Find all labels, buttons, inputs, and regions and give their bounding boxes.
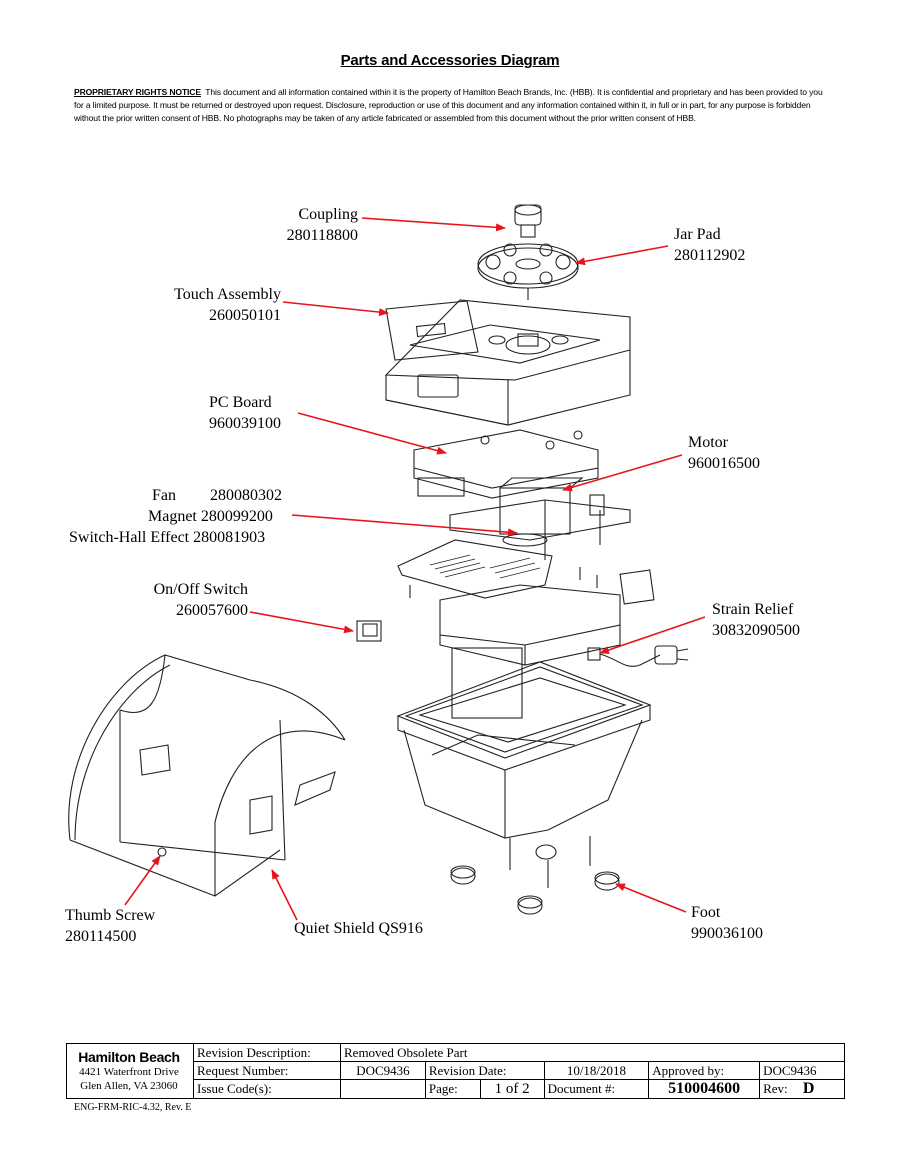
label-quiet-shield: Quiet Shield QS916: [294, 920, 423, 937]
label-fan-number: 280080302: [210, 487, 282, 504]
label-fan-name: Fan: [152, 487, 176, 504]
arrow-foot: [615, 883, 687, 913]
address-line-1: 4421 Waterfront Drive: [79, 1066, 179, 1078]
document-label: Document #:: [543, 1079, 650, 1099]
label-coupling: Coupling 280118800: [286, 206, 358, 244]
base-part: [396, 661, 652, 839]
quiet-shield-part: [68, 654, 346, 897]
label-foot: Foot 990036100: [691, 904, 763, 942]
page-title: Parts and Accessories Diagram: [340, 52, 560, 69]
arrow-jar-pad: [575, 245, 669, 266]
page-label: Page:: [424, 1079, 481, 1099]
label-motor: Motor 960016500: [688, 434, 760, 472]
arrow-onoff-switch: [249, 611, 354, 634]
pc-board-part: [413, 429, 599, 499]
proprietary-notice: PROPRIETARY RIGHTS NOTICE This document …: [74, 86, 834, 125]
company-name: Hamilton Beach: [78, 1049, 180, 1065]
label-magnet: Magnet 280099200: [148, 508, 273, 525]
label-onoff-switch: On/Off Switch 260057600: [153, 581, 248, 619]
form-number: ENG-FRM-RIC-4.32, Rev. E: [74, 1102, 192, 1113]
rev-value: D: [802, 1080, 815, 1097]
label-jar-pad: Jar Pad 280112902: [674, 226, 746, 264]
notice-heading: PROPRIETARY RIGHTS NOTICE: [74, 87, 201, 97]
arrow-thumb-screw: [124, 855, 161, 906]
approved-by-label: Approved by:: [648, 1061, 761, 1080]
revision-date-value: 10/18/2018: [543, 1061, 650, 1080]
notice-text: This document and all information contai…: [74, 87, 823, 123]
coupling-part: [514, 204, 542, 238]
arrow-motor: [562, 454, 683, 492]
rev-label: Rev: D: [759, 1079, 845, 1099]
label-pc-board: PC Board 960039100: [209, 394, 281, 432]
arrow-touch-assembly: [282, 301, 389, 317]
top-housing-part: [384, 299, 631, 426]
motor-housing-part: [409, 567, 621, 719]
label-touch-assembly: Touch Assembly 260050101: [174, 286, 281, 324]
touch-assembly-part: [385, 300, 479, 361]
arrow-strain-relief: [599, 616, 706, 654]
onoff-switch-part: [356, 620, 382, 642]
document-number: 510004600: [648, 1079, 761, 1099]
company-cell: [66, 1043, 194, 1099]
arrow-coupling: [361, 217, 506, 232]
address-line-2: Glen Allen, VA 23060: [80, 1080, 178, 1092]
strain-relief-part: [587, 645, 689, 667]
motor-part: [499, 477, 605, 547]
revision-date-label: Revision Date:: [424, 1061, 545, 1080]
request-number-value: DOC9436: [340, 1061, 426, 1080]
arrow-pc-board: [297, 412, 447, 455]
arrow-quiet-shield: [271, 869, 298, 921]
revision-description-label: Revision Description:: [193, 1043, 341, 1062]
bracket-part: [449, 499, 631, 560]
jar-pad-part: [477, 243, 579, 300]
company-logo: Hamilton Beach 4421 Waterfront Drive Gle…: [66, 1043, 192, 1099]
label-thumb-screw: Thumb Screw 280114500: [65, 907, 156, 945]
revision-description-value: Removed Obsolete Part: [340, 1043, 845, 1062]
feet-part: [450, 836, 620, 915]
label-switch-hall: Switch-Hall Effect 280081903: [69, 529, 266, 546]
title-block: Revision Description: Removed Obsolete P…: [66, 1043, 845, 1099]
fan-grill-part: [397, 539, 655, 605]
label-strain-relief: Strain Relief 30832090500: [712, 601, 800, 639]
issue-code-label: Issue Code(s):: [193, 1079, 341, 1099]
page-value: 1 of 2: [479, 1079, 545, 1099]
approved-by-value: DOC9436: [759, 1061, 845, 1080]
arrow-magnet: [291, 514, 518, 537]
request-number-label: Request Number:: [193, 1061, 341, 1080]
issue-code-value: [340, 1079, 426, 1099]
